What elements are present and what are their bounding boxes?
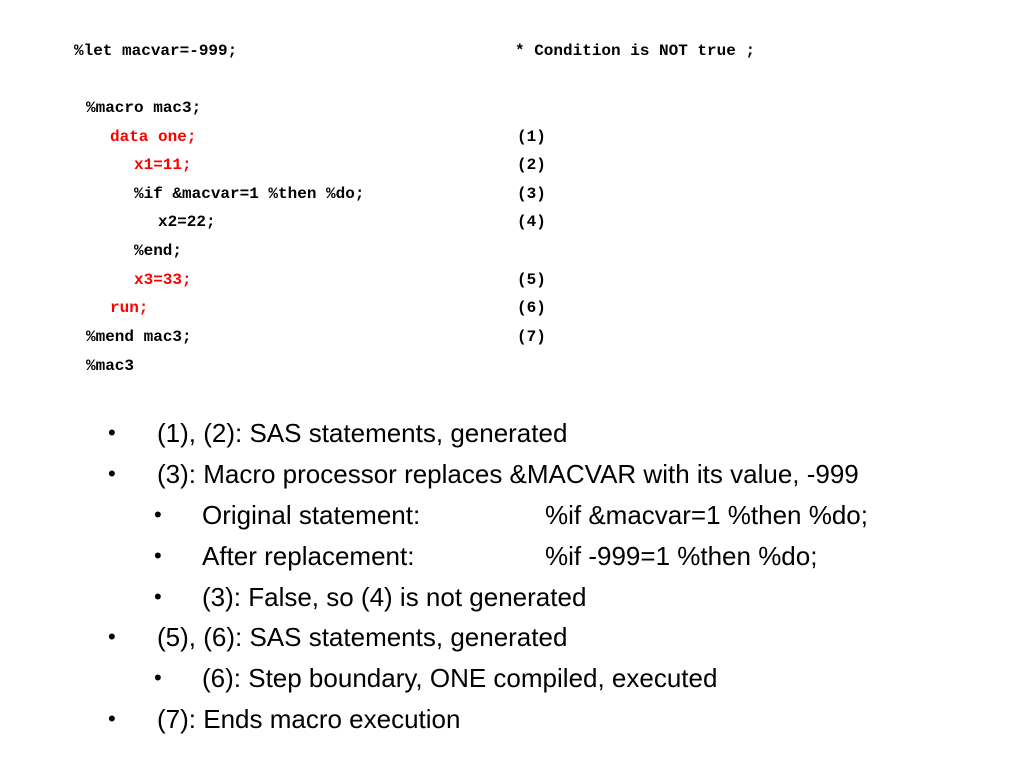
bullet-item: (5), (6): SAS statements, generated (157, 622, 568, 652)
bullet-item: (1), (2): SAS statements, generated (157, 418, 568, 448)
code-line-call: %mac3 (86, 357, 135, 375)
bullet-item: (7): Ends macro execution (157, 704, 461, 734)
code-header-left: %let macvar=-999; (74, 42, 238, 60)
sub-bullet-item: After replacement: (202, 541, 415, 571)
sub-bullet-item: (6): Step boundary, ONE compiled, execut… (202, 663, 718, 693)
code-ann-2: (2) (517, 156, 546, 174)
code-ann-6: (6) (517, 299, 546, 317)
sub-bullet-code: %if &macvar=1 %then %do; (545, 500, 868, 530)
code-line-x2: x2=22; (158, 213, 216, 231)
sub-bullet-item: (3): False, so (4) is not generated (202, 582, 587, 612)
sub-bullet-item: Original statement: (202, 500, 421, 530)
bullet-dot: • (108, 461, 116, 486)
code-line-x3: x3=33; (134, 271, 192, 289)
code-line-macro: %macro mac3; (86, 99, 202, 117)
bullet-item: (3): Macro processor replaces &MACVAR wi… (157, 459, 859, 489)
code-line-x1: x1=11; (134, 156, 192, 174)
sub-bullet-dot: • (154, 543, 162, 568)
bullet-dot: • (108, 706, 116, 731)
sub-bullet-code: %if -999=1 %then %do; (545, 541, 818, 571)
bullet-dot: • (108, 624, 116, 649)
code-ann-3: (3) (517, 185, 546, 203)
code-ann-7: (7) (517, 328, 546, 346)
code-line-run: run; (110, 299, 149, 317)
sub-bullet-dot: • (154, 665, 162, 690)
sub-bullet-dot: • (154, 502, 162, 527)
code-line-data: data one; (110, 128, 197, 146)
code-ann-4: (4) (517, 213, 546, 231)
code-header-right: * Condition is NOT true ; (515, 42, 756, 60)
code-ann-1: (1) (517, 128, 546, 146)
code-line-mend: %mend mac3; (86, 328, 192, 346)
code-line-end: %end; (134, 242, 183, 260)
code-line-if: %if &macvar=1 %then %do; (134, 185, 365, 203)
code-ann-5: (5) (517, 271, 546, 289)
sub-bullet-dot: • (154, 584, 162, 609)
bullet-dot: • (108, 420, 116, 445)
